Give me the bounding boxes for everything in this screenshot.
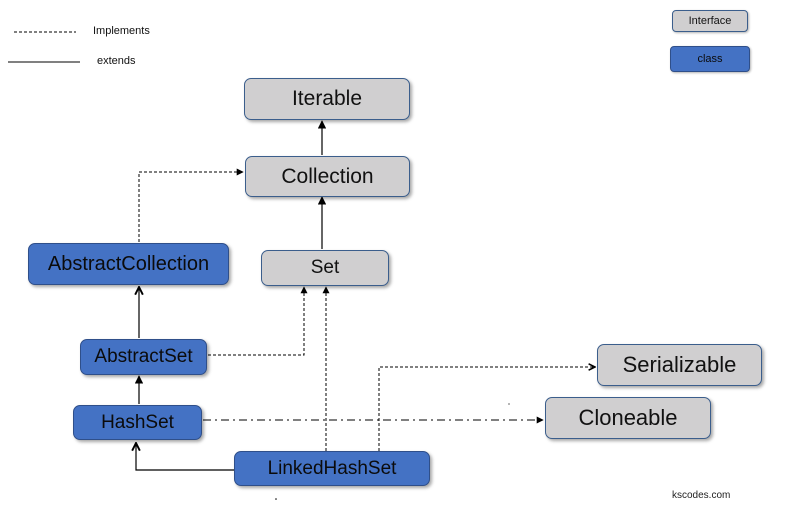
legend-class-box: class [670,46,750,72]
stray-dot [508,403,510,405]
node-iterable: Iterable [244,78,410,120]
node-abstract-set: AbstractSet [80,339,207,375]
node-cloneable: Cloneable [545,397,711,439]
edge-abstractset-set [208,286,308,356]
legend-implements-label: Implements [93,25,150,37]
edge-linkedhashset-hashset [136,443,234,471]
stray-dot [275,498,277,500]
node-hash-set: HashSet [73,405,202,440]
watermark-text: kscodes.com [672,490,731,501]
legend-extends-label: extends [97,55,136,67]
edge-linkedhashset-serializable [378,367,595,451]
node-linked-hash-set: LinkedHashSet [234,451,430,486]
node-abstract-collection: AbstractCollection [28,243,229,285]
edge-abstractcollection-collection [138,168,244,242]
node-serializable: Serializable [597,344,762,386]
node-set: Set [261,250,389,286]
node-collection: Collection [245,156,410,197]
legend-interface-box: Interface [672,10,748,32]
